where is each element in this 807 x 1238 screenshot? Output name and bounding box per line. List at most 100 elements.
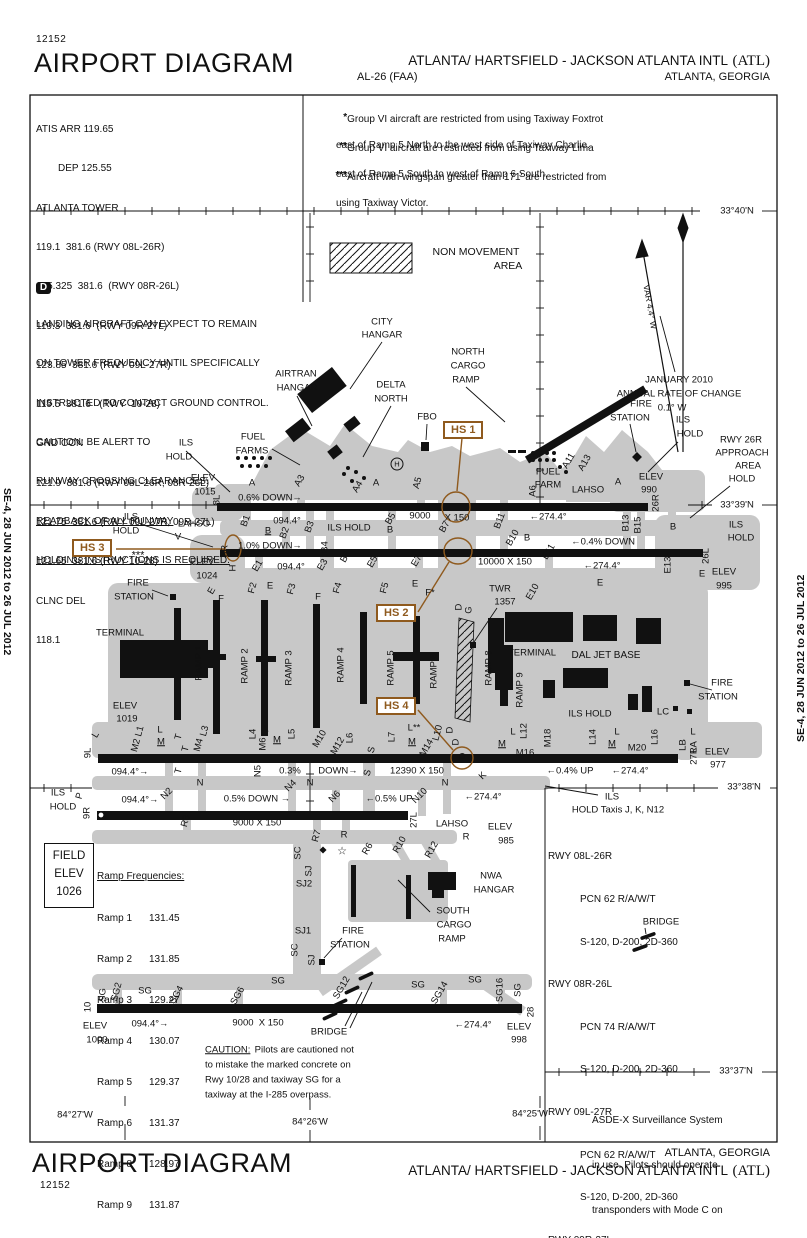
- taxiway-apron-shapes: [92, 424, 762, 1016]
- control-tower-symbol: [470, 642, 476, 648]
- runway-strength: S-120, D-200, 2D-360: [580, 936, 678, 948]
- fbo-building: [421, 442, 429, 451]
- runway-pcn: PCN 62 R/A/W/T: [580, 1149, 656, 1161]
- runway-pcn-data-block: RWY 08L-26R PCN 62 R/A/W/T S-120, D-200,…: [548, 822, 678, 1238]
- hotspot-circle-hs2: [443, 537, 473, 565]
- side-effective-dates-right: SE-4, 28 JUN 2012 to 26 JUL 2012: [795, 574, 807, 742]
- runway-pcn: PCN 74 R/A/W/T: [580, 1021, 656, 1033]
- restriction-note-1: * Group VI aircraft are restricted from u…: [320, 98, 603, 178]
- concourse-a: [213, 600, 220, 734]
- comms-line: 119.5 381.6 (RWY 10-28): [36, 399, 160, 411]
- northeast-diagonal-strip: [524, 385, 648, 464]
- note-marker: ***: [335, 170, 348, 181]
- lat-lon-gridlines: [30, 207, 777, 1142]
- note-marker: **: [339, 141, 348, 152]
- comms-line: 123.85 381.6 (RWY 09L-27R): [36, 359, 171, 371]
- fire-station-symbol-north: [632, 452, 642, 462]
- comms-line: 119.3 381.6 (RWY 09R-27L): [36, 320, 168, 332]
- note-line-underlined: READBACK OF ALL RUNWAY: [36, 515, 174, 527]
- field-elev-label: FIELD: [52, 850, 86, 862]
- ramp-hatched-strip: [454, 617, 475, 723]
- comms-line: 118.1: [36, 634, 61, 646]
- airport-name-bottom: ATLANTA/ HARTSFIELD - JACKSON ATLANTA IN…: [408, 1163, 729, 1178]
- comms-line: DEP 125.55: [58, 163, 112, 175]
- note-text: east of Ramp 5 South to west of Ramp 6 S…: [336, 169, 548, 180]
- bridge-marks: [322, 932, 656, 1021]
- runway-strength: S-120, D-200, 2D-360: [580, 1192, 678, 1204]
- note-text: Aircraft with wingspan greater than 171'…: [347, 172, 607, 183]
- restriction-note-2: **Group VI aircraft are restricted from …: [320, 127, 594, 207]
- note-line: LANDING AIRCRAFT CAN EXPECT TO REMAIN: [36, 319, 257, 331]
- leader-lines: [139, 315, 731, 1029]
- hotspot-markers: [116, 437, 474, 770]
- comms-line: 121.9 381.6 (RWY 08L-26R, 08R-26L): [36, 477, 210, 489]
- hotspot-circle-hs1: [441, 491, 471, 523]
- runway-9r-threshold-dot: [98, 812, 104, 818]
- nwa-hangar-building: [428, 872, 456, 890]
- hotspot-circle-hs4: [450, 746, 474, 770]
- comms-line: 125.325 381.6 (RWY 08R-26L): [36, 281, 180, 293]
- field-elev-value: 1026: [56, 886, 82, 898]
- airport-title-bottom: ATLANTA/ HARTSFIELD - JACKSON ATLANTA IN…: [350, 1162, 770, 1180]
- side-effective-dates-left: SE-4, 28 JUN 2012 to 26 JUL 2012: [1, 488, 13, 656]
- buildings: [120, 366, 692, 965]
- airport-code-top: (ATL): [732, 53, 771, 69]
- note-line-underlined: HOLDING INSTRUCTIONS IS REQUIRED.: [36, 554, 230, 566]
- page-title-top: AIRPORT DIAGRAM: [34, 48, 295, 78]
- comms-line: 121.65 381.6 (RWY 10-28): [36, 556, 158, 568]
- concourse-t: [174, 608, 181, 720]
- chart-frame: [29, 94, 778, 1143]
- runway-8r-26l: [220, 549, 703, 557]
- chart-number-top: 12152: [36, 34, 67, 45]
- comms-line: ATLANTA TOWER: [36, 202, 119, 214]
- city-bottom: ATLANTA, GEORGIA: [664, 1147, 770, 1159]
- procedure-id: AL-26 (FAA): [357, 71, 418, 83]
- hotspot-box-hs4: HS 4: [376, 697, 417, 715]
- comms-line: 119.1 381.6 (RWY 08L-26R): [36, 242, 165, 254]
- comms-line: GND CON: [36, 438, 84, 450]
- hotspot-box-hs3: HS 3: [72, 539, 113, 557]
- comms-line: 121.75 381.6 (RWY 09L-27R, 09R-27L): [36, 517, 215, 528]
- terminal-building: [120, 640, 208, 678]
- comms-line: ATIS ARR 119.65: [36, 124, 114, 136]
- note-line: CAUTION: BE ALERT TO: [36, 437, 151, 449]
- asde-line: transponders with Mode C on: [592, 1205, 723, 1216]
- airtran-hangar-building: [285, 417, 311, 443]
- chart-number-bottom: 12152: [40, 1180, 71, 1191]
- comms-frequencies-block: ATIS ARR 119.65 DEP 125.55 ATLANTA TOWER…: [36, 97, 215, 673]
- concourse-d: [360, 612, 367, 704]
- asde-x-note: ASDE-X Surveillance System in use. Pilot…: [592, 1083, 723, 1238]
- runway-9r-27l: [97, 811, 408, 820]
- concourse-b: [261, 600, 268, 736]
- north-arrow: [635, 212, 689, 453]
- note-text: Group VI aircraft are restricted from us…: [347, 143, 594, 154]
- runway-id: RWY 09R-27L: [548, 1234, 678, 1238]
- fire-station-symbol-east: [684, 680, 690, 686]
- hotspot-box-hs1: HS 1: [443, 421, 484, 439]
- runway-10-28: [97, 1004, 522, 1013]
- ifr-departure-symbol: D: [36, 277, 51, 295]
- concourse-c: [313, 604, 320, 728]
- city-hangar-building: [297, 366, 347, 414]
- runway-id: RWY 08L-26R: [548, 851, 613, 863]
- note-text: east of Ramp 5 North to the west side of…: [336, 140, 590, 151]
- field-elev-label: ELEV: [54, 868, 84, 880]
- note-marker: *: [343, 112, 348, 123]
- runway-pcn: PCN 62 R/A/W/T: [580, 894, 656, 906]
- runway-id: RWY 09L-27R: [548, 1107, 613, 1119]
- runway-9l-27r: [98, 754, 678, 763]
- restriction-note-3: ***Aircraft with wingspan greater than 1…: [320, 156, 606, 236]
- hotspot-circle-hs3: [224, 534, 242, 562]
- variation-arrow: [641, 245, 679, 453]
